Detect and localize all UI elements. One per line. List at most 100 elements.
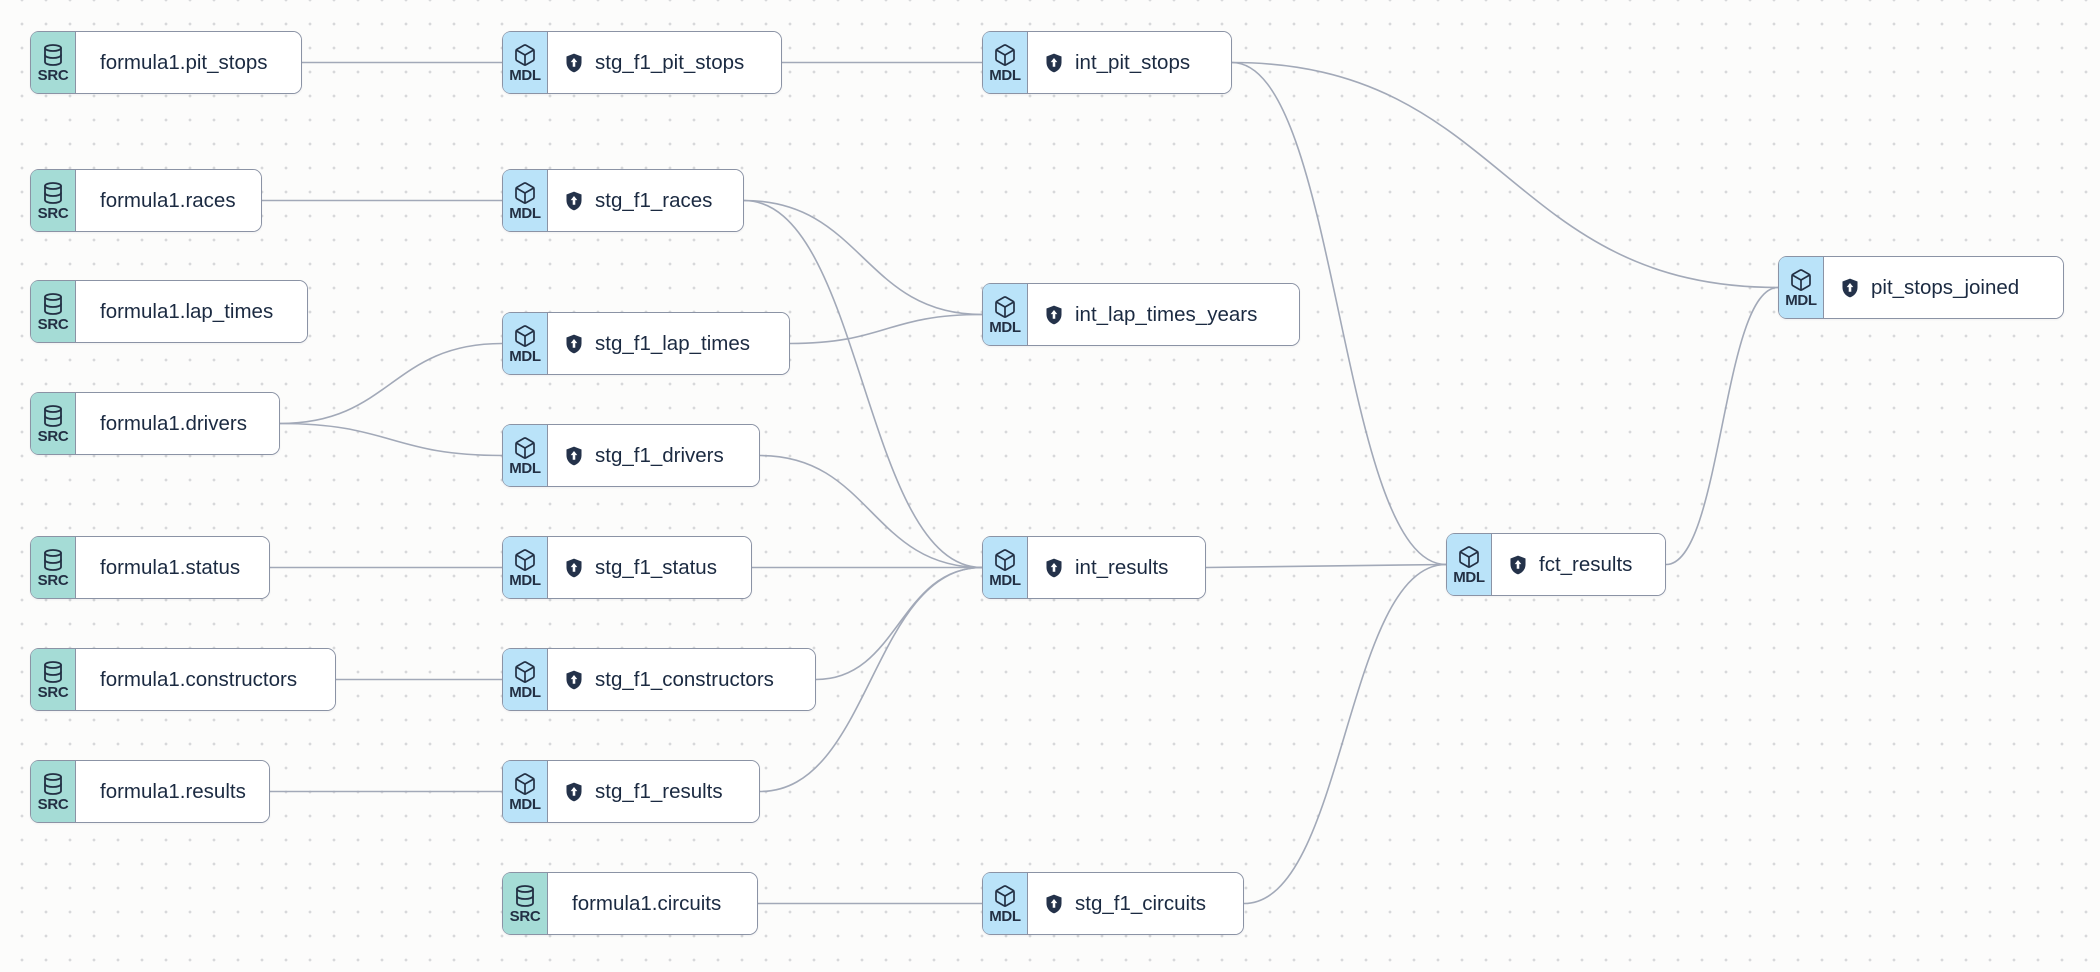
node-int_lap_times_years[interactable]: MDL int_lap_times_years <box>982 283 1300 346</box>
source-type-badge: SRC <box>31 281 76 342</box>
node-body: formula1.drivers <box>76 393 279 454</box>
node-label: pit_stops_joined <box>1871 275 2020 299</box>
cube-icon <box>513 181 537 205</box>
database-icon <box>513 884 537 908</box>
badge-label: MDL <box>509 571 541 589</box>
badge-label: MDL <box>509 459 541 477</box>
model-type-badge: MDL <box>503 425 548 486</box>
node-stg_f1_constructors[interactable]: MDL stg_f1_constructors <box>502 648 816 711</box>
shield-lock-icon <box>563 445 585 467</box>
node-label: int_lap_times_years <box>1075 302 1258 326</box>
database-icon <box>41 772 65 796</box>
cube-icon <box>513 548 537 572</box>
database-icon <box>41 660 65 684</box>
node-int_results[interactable]: MDL int_results <box>982 536 1206 599</box>
node-label: formula1.status <box>100 555 241 579</box>
node-stg_f1_drivers[interactable]: MDL stg_f1_drivers <box>502 424 760 487</box>
edge-fct_results-pit_stops_joined <box>1665 286 1779 566</box>
cube-icon <box>1457 545 1481 569</box>
node-label: stg_f1_circuits <box>1075 891 1207 915</box>
edge-stg_races-int_results <box>743 199 983 569</box>
node-stg_f1_circuits[interactable]: MDL stg_f1_circuits <box>982 872 1244 935</box>
node-label: formula1.races <box>100 188 236 212</box>
node-label: fct_results <box>1539 552 1633 576</box>
node-stg_f1_races[interactable]: MDL stg_f1_races <box>502 169 744 232</box>
badge-label: MDL <box>1453 568 1485 586</box>
badge-label: MDL <box>989 571 1021 589</box>
shield-lock-icon <box>1043 304 1065 326</box>
shield-lock-icon <box>1043 893 1065 915</box>
edge-int_results-fct_results <box>1205 563 1447 569</box>
shield-lock-icon <box>563 781 585 803</box>
model-type-badge: MDL <box>983 873 1028 934</box>
badge-label: MDL <box>989 907 1021 925</box>
database-icon <box>41 43 65 67</box>
node-formula1.status[interactable]: SRC formula1.status <box>30 536 270 599</box>
node-body: formula1.circuits <box>548 873 757 934</box>
badge-label: MDL <box>509 683 541 701</box>
source-type-badge: SRC <box>31 32 76 93</box>
edge-int_pit_stops-fct_results <box>1231 61 1447 566</box>
cube-icon <box>513 324 537 348</box>
cube-icon <box>993 884 1017 908</box>
database-icon <box>41 181 65 205</box>
cube-icon <box>513 772 537 796</box>
source-type-badge: SRC <box>503 873 548 934</box>
model-type-badge: MDL <box>503 649 548 710</box>
edge-stg_constructors-int_results <box>815 566 983 681</box>
badge-label: SRC <box>37 571 69 589</box>
node-formula1.lap_times[interactable]: SRC formula1.lap_times <box>30 280 308 343</box>
database-icon <box>41 292 65 316</box>
database-icon <box>41 404 65 428</box>
cube-icon <box>993 548 1017 572</box>
badge-label: MDL <box>989 318 1021 336</box>
node-body: formula1.pit_stops <box>76 32 301 93</box>
node-label: formula1.lap_times <box>100 299 274 323</box>
node-body: formula1.results <box>76 761 269 822</box>
model-type-badge: MDL <box>503 170 548 231</box>
source-type-badge: SRC <box>31 170 76 231</box>
node-body: stg_f1_constructors <box>548 649 815 710</box>
model-type-badge: MDL <box>503 32 548 93</box>
shield-lock-icon <box>563 557 585 579</box>
badge-label: SRC <box>37 66 69 84</box>
node-formula1.races[interactable]: SRC formula1.races <box>30 169 262 232</box>
node-label: int_pit_stops <box>1075 50 1191 74</box>
node-formula1.pit_stops[interactable]: SRC formula1.pit_stops <box>30 31 302 94</box>
node-label: stg_f1_races <box>595 188 713 212</box>
shield-lock-icon <box>1839 277 1861 299</box>
edge-stg_circuits-fct_results <box>1243 563 1447 905</box>
node-body: stg_f1_status <box>548 537 751 598</box>
node-label: formula1.pit_stops <box>100 50 268 74</box>
node-fct_results[interactable]: MDL fct_results <box>1446 533 1666 596</box>
node-label: int_results <box>1075 555 1169 579</box>
node-body: stg_f1_circuits <box>1028 873 1243 934</box>
node-body: pit_stops_joined <box>1824 257 2063 318</box>
cube-icon <box>513 660 537 684</box>
badge-label: MDL <box>509 795 541 813</box>
node-label: stg_f1_drivers <box>595 443 724 467</box>
shield-lock-icon <box>563 52 585 74</box>
node-stg_f1_status[interactable]: MDL stg_f1_status <box>502 536 752 599</box>
cube-icon <box>993 43 1017 67</box>
model-type-badge: MDL <box>983 537 1028 598</box>
source-type-badge: SRC <box>31 761 76 822</box>
edge-stg_races-int_lap_times_years <box>743 199 983 316</box>
badge-label: MDL <box>509 66 541 84</box>
badge-label: MDL <box>1785 291 1817 309</box>
node-pit_stops_joined[interactable]: MDL pit_stops_joined <box>1778 256 2064 319</box>
node-body: stg_f1_drivers <box>548 425 759 486</box>
node-body: int_results <box>1028 537 1205 598</box>
source-type-badge: SRC <box>31 537 76 598</box>
node-label: stg_f1_lap_times <box>595 331 750 355</box>
